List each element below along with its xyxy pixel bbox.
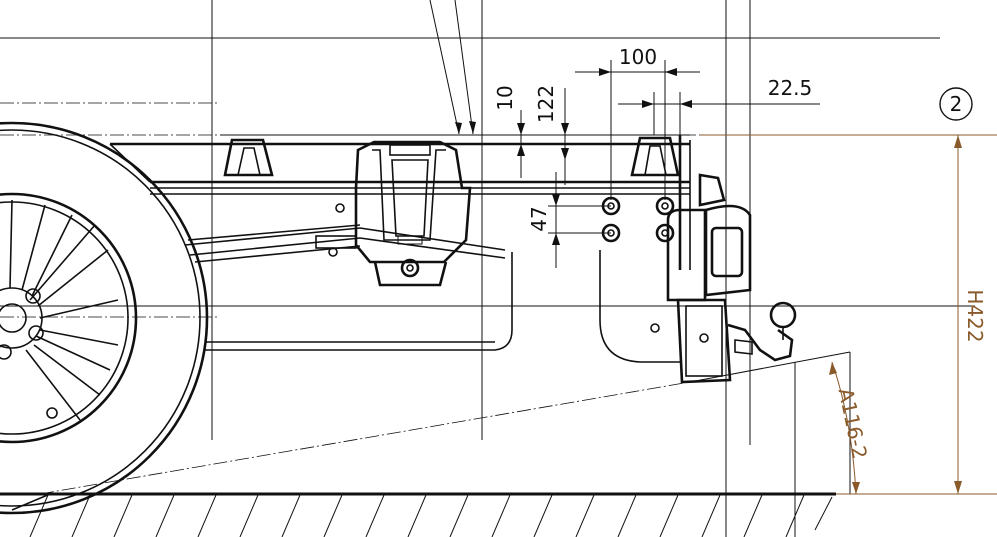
label-angle-a116-2: A116-2 (834, 386, 872, 461)
tow-hitch (666, 173, 797, 384)
label-22-5: 22.5 (768, 76, 813, 100)
ground-line (0, 492, 836, 537)
height-dimension (700, 134, 997, 495)
wheel (0, 121, 209, 515)
departure-angle-line (39, 351, 860, 537)
dimension-47 (548, 172, 611, 268)
spring-hanger (354, 140, 472, 287)
label-10: 10 (493, 85, 517, 110)
dimension-10 (517, 110, 525, 178)
label-47: 47 (527, 206, 551, 231)
callout-marker: 2 (939, 87, 973, 121)
dimension-22-5 (618, 92, 820, 135)
label-100: 100 (619, 45, 657, 69)
callout-number: 2 (950, 92, 963, 116)
dimension-122 (561, 88, 569, 185)
label-122: 122 (534, 85, 558, 123)
dimension-100 (575, 60, 700, 200)
frame-bolts (601, 196, 675, 243)
frame-rail (109, 134, 691, 363)
label-height-h422: H422 (963, 289, 987, 342)
